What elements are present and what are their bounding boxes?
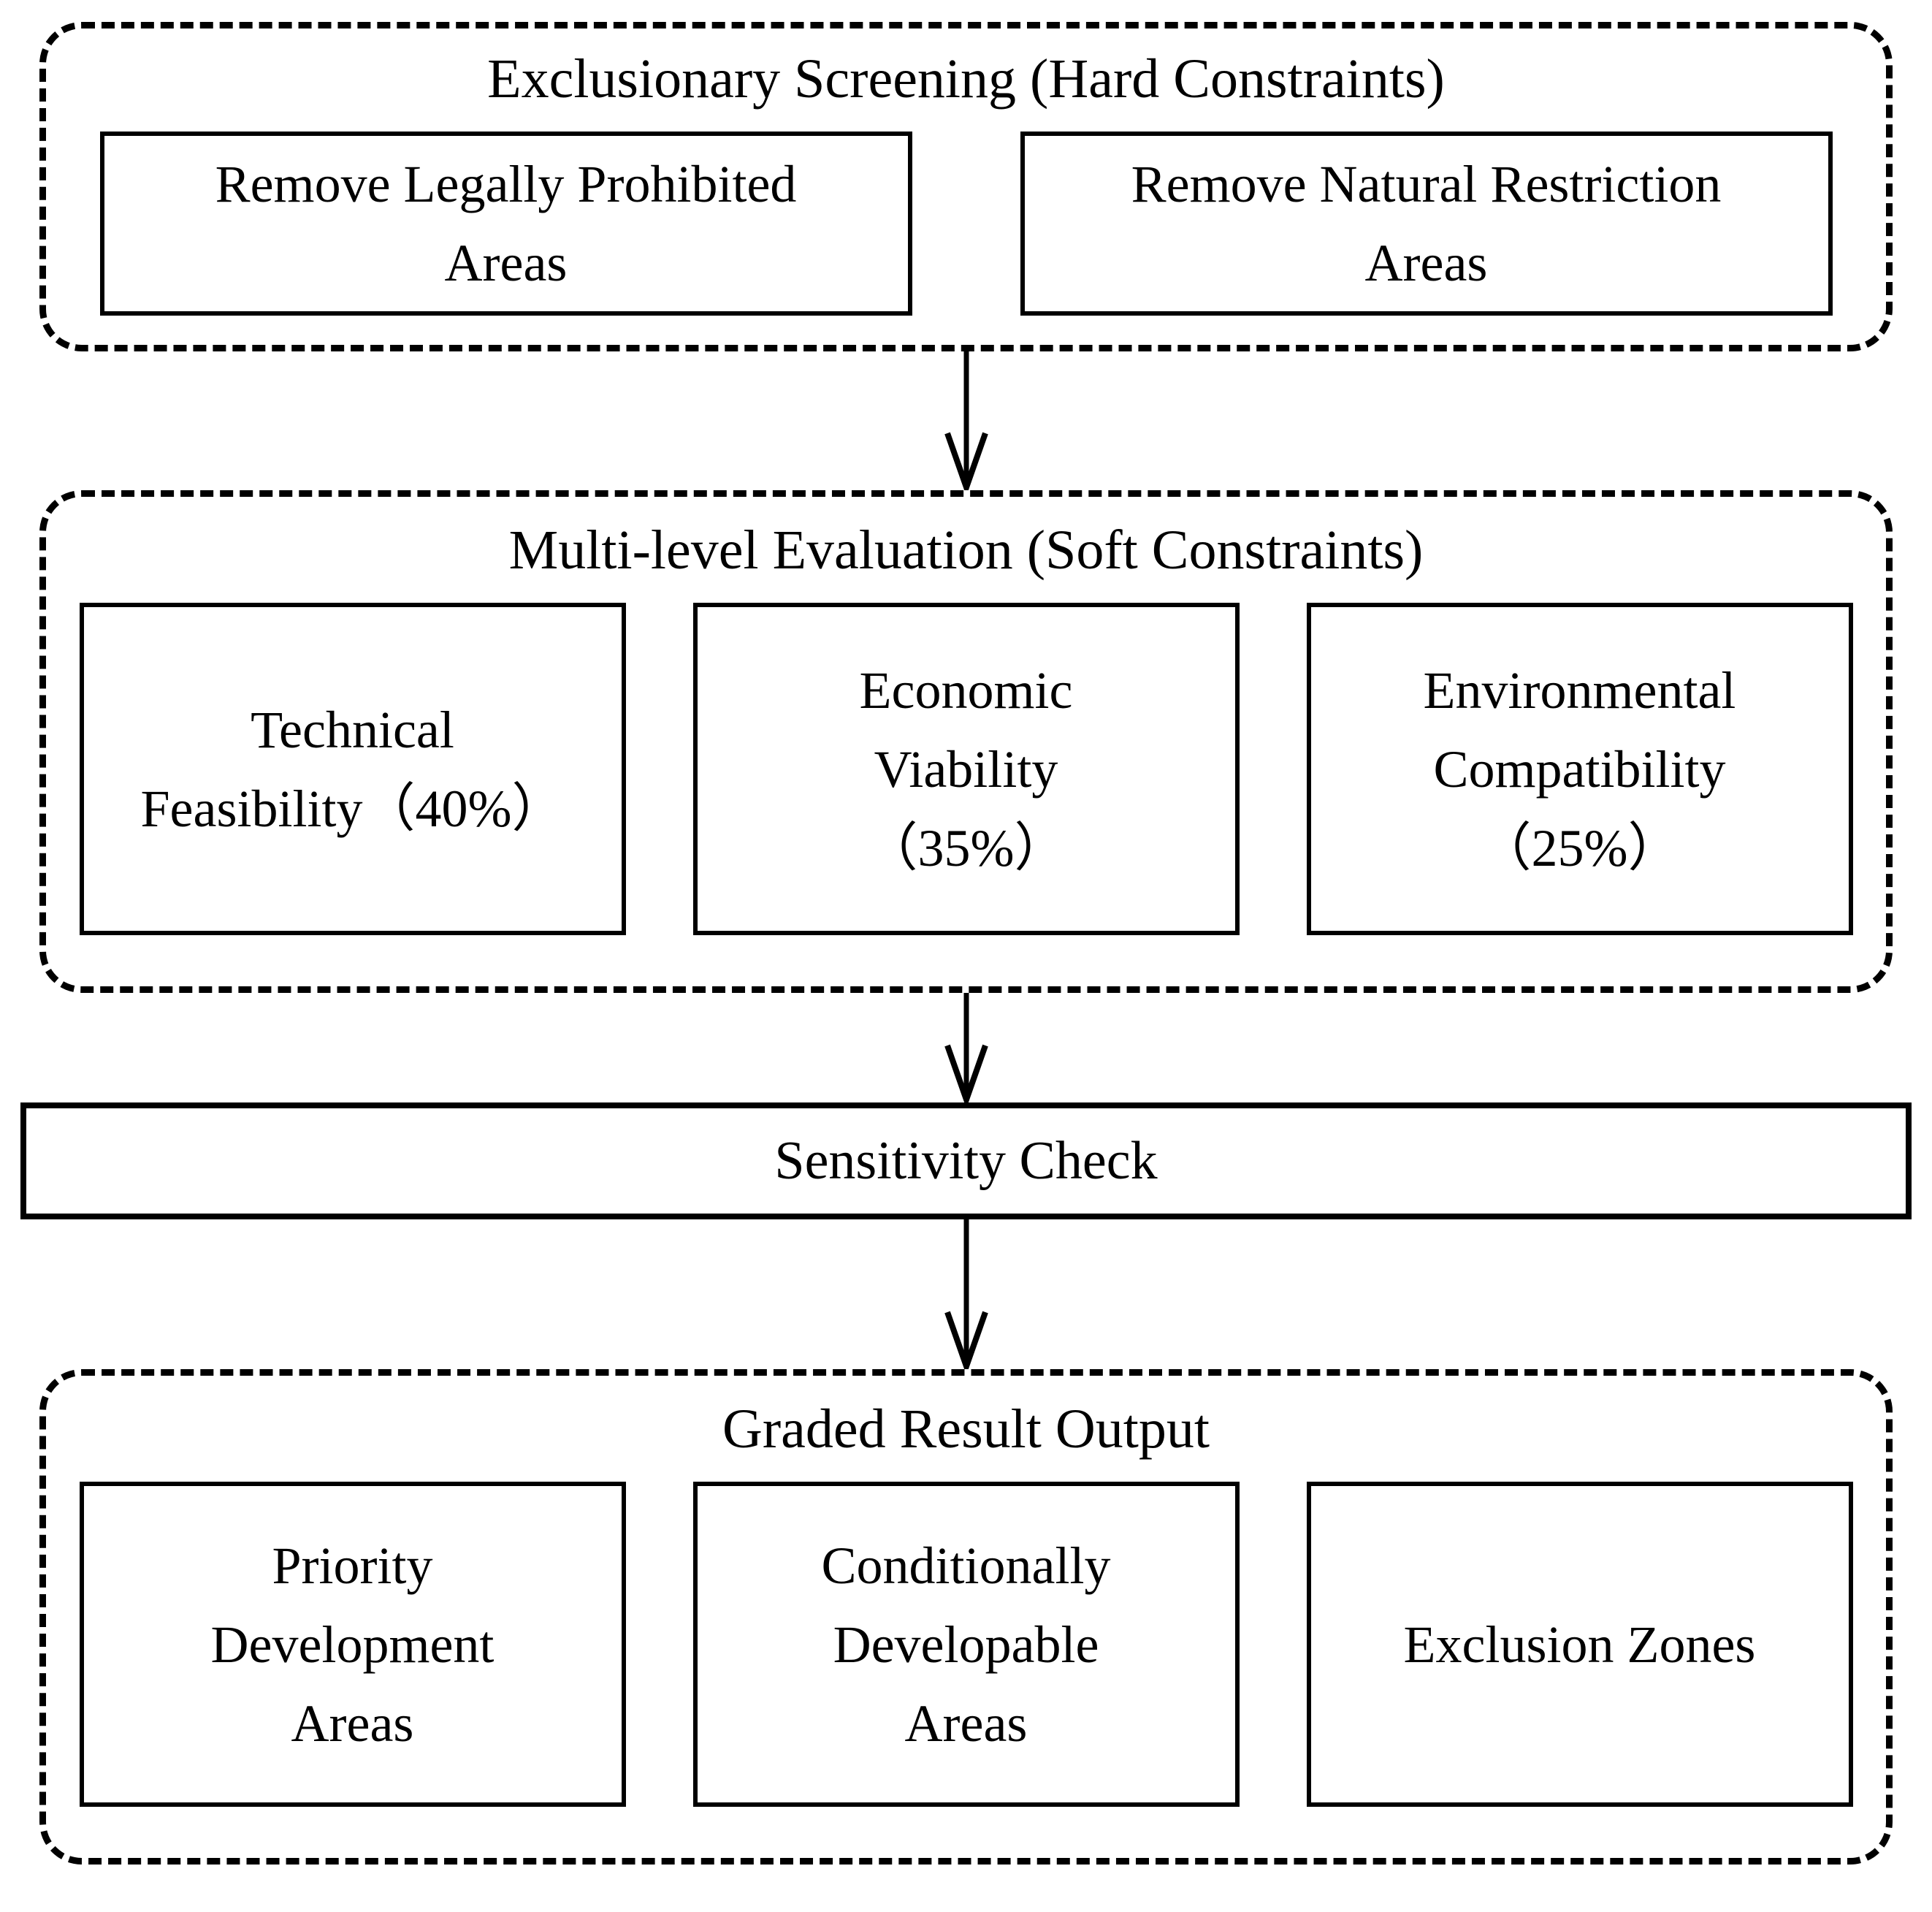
arrow-down-icon [944,351,988,490]
section-graded-result-output: Graded Result Output Priority Developmen… [39,1369,1893,1865]
output-boxes-row: Priority Development Areas Conditionally… [79,1482,1853,1807]
section-title-graded-result-output: Graded Result Output [722,1398,1210,1460]
evaluation-boxes-row: Technical Feasibility（40%） Economic Viab… [79,603,1853,935]
box-sensitivity-check: Sensitivity Check [20,1102,1912,1219]
screening-boxes-row: Remove Legally Prohibited Areas Remove N… [80,132,1852,316]
box-economic-viability: Economic Viability （35%） [692,603,1240,935]
box-remove-legally-prohibited-areas: Remove Legally Prohibited Areas [99,132,912,316]
box-environmental-compatibility: Environmental Compatibility （25%） [1306,603,1853,935]
box-conditionally-developable-areas: Conditionally Developable Areas [692,1482,1240,1807]
section-exclusionary-screening: Exclusionary Screening (Hard Constraints… [39,22,1893,351]
section-title-multi-level-evaluation: Multi-level Evaluation (Soft Constraints… [508,519,1424,581]
section-multi-level-evaluation: Multi-level Evaluation (Soft Constraints… [39,490,1893,993]
arrow-down-icon [944,1219,988,1369]
box-exclusion-zones: Exclusion Zones [1306,1482,1853,1807]
arrow-down-icon [944,993,988,1102]
box-priority-development-areas: Priority Development Areas [79,1482,626,1807]
box-remove-natural-restriction-areas: Remove Natural Restriction Areas [1020,132,1833,316]
section-title-exclusionary-screening: Exclusionary Screening (Hard Constraints… [487,48,1445,110]
box-technical-feasibility: Technical Feasibility（40%） [79,603,626,935]
